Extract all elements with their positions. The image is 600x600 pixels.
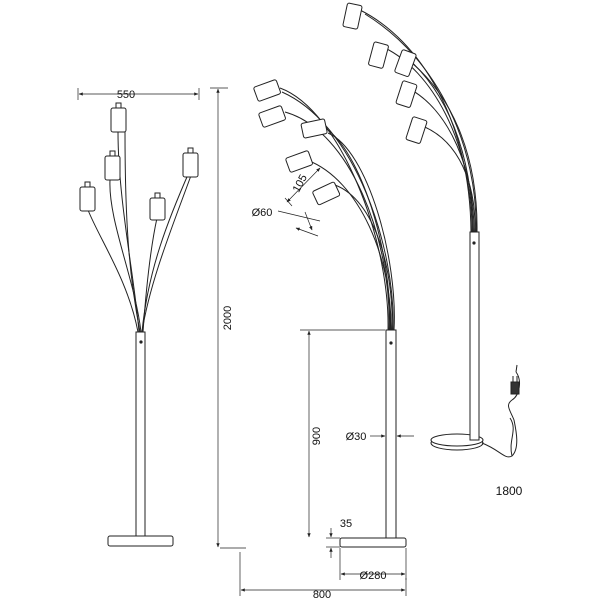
front-pole [135,331,146,537]
front-shades [79,102,199,221]
front-arms [87,131,194,333]
dim-base-35: 35 [326,518,352,558]
label-280: Ø280 [360,570,387,582]
persp-cable [481,364,520,458]
dim-depth-800: 800 [239,552,407,600]
side-arms [279,87,395,331]
dim-width-550: 550 [77,88,200,101]
label-60: Ø60 [252,207,273,219]
dim-base-280: Ø280 [339,548,407,582]
label-105: 105 [291,173,310,195]
side-shades [253,79,341,206]
dim-pole-30: Ø30 [346,431,414,443]
plug-icon [510,381,520,395]
persp-shades [342,2,428,144]
perspective-view: 1800 [342,2,523,498]
label-900: 900 [311,427,323,445]
label-2000: 2000 [222,306,234,330]
label-800: 800 [313,589,331,600]
side-base [339,537,407,548]
dim-shade-60: Ø60 [252,207,321,237]
label-1800: 1800 [496,484,523,498]
side-pole [385,329,397,539]
label-550: 550 [117,89,135,101]
front-base [107,535,174,547]
front-view: 550 2000 [77,87,246,549]
dim-pole-900: 900 [300,329,385,538]
side-view: 105 Ø60 900 Ø30 35 [239,79,414,600]
dim-shade-105: 105 [284,167,321,207]
label-35: 35 [340,518,352,530]
label-30: Ø30 [346,431,367,443]
dim-height-2000: 2000 [210,87,246,549]
persp-pole [469,231,480,441]
